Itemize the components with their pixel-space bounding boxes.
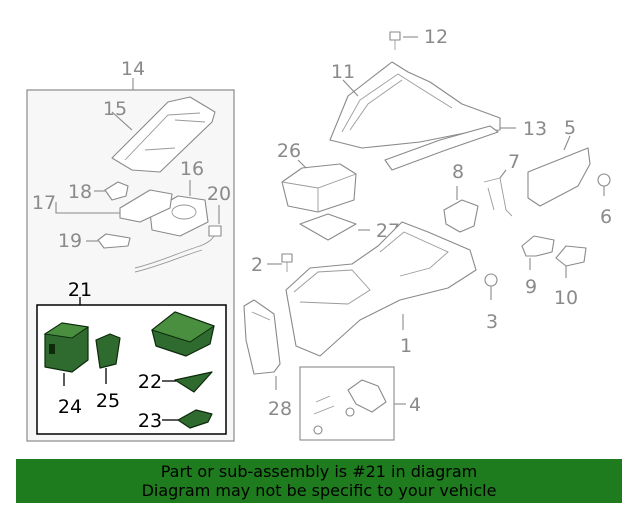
part-22-pad bbox=[174, 371, 213, 393]
callout-1: 1 bbox=[400, 335, 412, 357]
callout-13: 13 bbox=[523, 118, 547, 140]
part-10-switch bbox=[555, 245, 587, 267]
part-20-wiring bbox=[134, 225, 222, 273]
diagram-notice-banner: Part or sub-assembly is #21 in diagram D… bbox=[16, 459, 622, 503]
callout-17: 17 bbox=[32, 192, 56, 214]
callout-23: 23 bbox=[138, 410, 162, 432]
part-2-bolt bbox=[281, 253, 293, 272]
part-1-console-body bbox=[285, 221, 477, 357]
part-15-shift-plate bbox=[111, 96, 216, 173]
callout-15: 15 bbox=[103, 98, 127, 120]
part-25-bracket bbox=[95, 333, 121, 369]
part-7-bracket bbox=[483, 177, 513, 217]
callout-10: 10 bbox=[554, 287, 578, 309]
callout-3: 3 bbox=[486, 311, 498, 333]
leader-15 bbox=[111, 111, 133, 131]
callout-6: 6 bbox=[600, 206, 612, 228]
callout-18: 18 bbox=[68, 181, 92, 203]
part-13-trim-strip bbox=[384, 125, 499, 171]
banner-line-1: Part or sub-assembly is #21 in diagram bbox=[160, 462, 478, 481]
leader-26 bbox=[297, 159, 307, 169]
callout-21: 21 bbox=[68, 279, 92, 301]
callout-7: 7 bbox=[508, 151, 520, 173]
callout-2: 2 bbox=[251, 254, 263, 276]
leader-5 bbox=[563, 135, 571, 151]
callout-14: 14 bbox=[121, 58, 145, 80]
part-19-tray bbox=[97, 233, 131, 249]
part-23-mat bbox=[177, 409, 213, 429]
callout-11: 11 bbox=[331, 61, 355, 83]
part-3-clip bbox=[484, 273, 498, 287]
part-26-armrest bbox=[281, 163, 357, 213]
part-12-bolt bbox=[389, 31, 401, 50]
part-8-bracket bbox=[443, 199, 479, 233]
banner-line-2: Diagram may not be specific to your vehi… bbox=[141, 481, 497, 500]
callout-28: 28 bbox=[268, 398, 292, 420]
part-4-hardware bbox=[313, 379, 387, 435]
callout-4: 4 bbox=[409, 394, 421, 416]
part-18-switch bbox=[104, 181, 129, 201]
callout-12: 12 bbox=[424, 26, 448, 48]
callout-9: 9 bbox=[525, 276, 537, 298]
callout-5: 5 bbox=[564, 117, 576, 139]
callout-25: 25 bbox=[96, 390, 120, 412]
callout-22: 22 bbox=[138, 371, 162, 393]
part-5-side-panel bbox=[527, 147, 591, 207]
callout-20: 20 bbox=[207, 183, 231, 205]
callout-24: 24 bbox=[58, 396, 82, 418]
callout-26: 26 bbox=[277, 140, 301, 162]
part-11-upper-panel bbox=[329, 61, 501, 149]
part-21-storage-tray bbox=[150, 311, 216, 357]
part-28-front-cover bbox=[243, 299, 281, 375]
callout-16: 16 bbox=[180, 158, 204, 180]
leader-7 bbox=[499, 169, 507, 179]
callout-8: 8 bbox=[452, 161, 464, 183]
part-6-clip bbox=[597, 173, 611, 187]
part-9-switch bbox=[521, 235, 555, 257]
leader-11 bbox=[342, 79, 359, 97]
callout-19: 19 bbox=[58, 230, 82, 252]
part-17-switch-panel bbox=[119, 189, 173, 223]
parts-diagram: 14 15 16 17 18 19 20 21 bbox=[26, 26, 612, 442]
leader-17 bbox=[55, 202, 120, 214]
part-24-switch-housing bbox=[43, 322, 90, 373]
part-27-pad bbox=[299, 213, 357, 241]
